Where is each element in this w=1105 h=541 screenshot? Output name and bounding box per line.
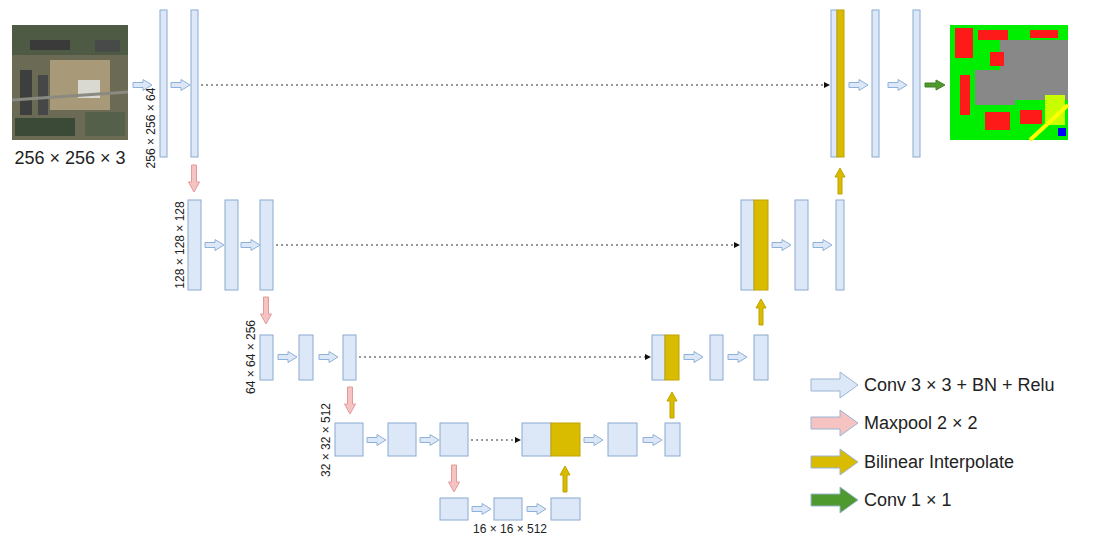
- legend-swatch: [810, 408, 860, 438]
- legend-text: Conv 1 × 1: [864, 491, 952, 509]
- skip-connections: [201, 82, 830, 443]
- maxpool-arrows: [189, 165, 460, 492]
- legend-arrow: [811, 372, 858, 398]
- legend-arrow: [811, 487, 858, 513]
- legend-text: Conv 3 × 3 + BN + Relu: [864, 376, 1055, 394]
- input-size: 256 × 256 × 3: [14, 149, 125, 167]
- legend-arrow: [811, 449, 858, 475]
- feature-size: 16 × 16 × 512: [473, 523, 547, 535]
- legend-swatch: [810, 447, 860, 477]
- legend-swatch: [810, 370, 860, 400]
- output-segmentation: [950, 25, 1068, 140]
- feature-size: 32 × 32 × 512: [320, 403, 332, 477]
- feature-size: 256 × 256 × 64: [145, 88, 157, 169]
- feature-size: 128 × 128 × 128: [174, 201, 186, 288]
- upsample-arrows: [560, 168, 845, 492]
- input-image: [12, 25, 128, 140]
- output-conv-arrow: [925, 80, 945, 90]
- conv-arrows: [133, 80, 907, 515]
- feature-maps: [160, 10, 920, 520]
- legend-arrow: [811, 410, 858, 436]
- feature-size: 64 × 64 × 256: [245, 320, 257, 394]
- upsampled-maps: [551, 10, 844, 456]
- legend-text: Bilinear Interpolate: [864, 453, 1014, 471]
- legend-text: Maxpool 2 × 2: [864, 414, 978, 432]
- legend-swatch: [810, 485, 860, 515]
